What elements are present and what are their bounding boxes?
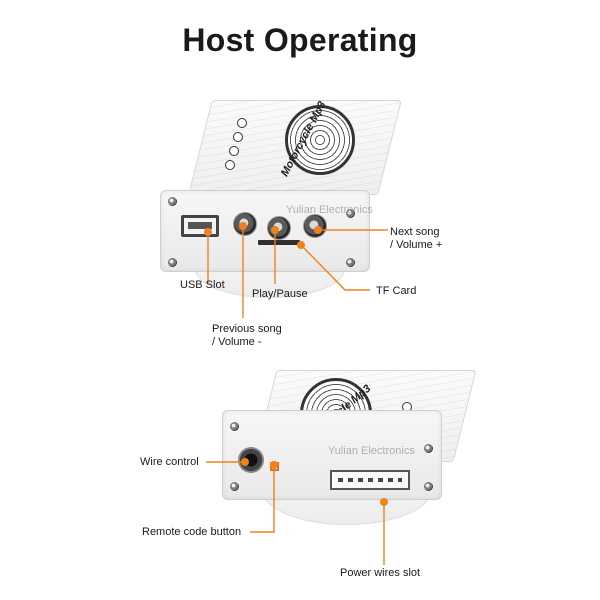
callout-dot [271,226,279,234]
callout-dot [314,226,322,234]
label-remote-code-button: Remote code button [142,526,242,538]
label-tf-card: TF Card [376,285,417,297]
power-wires-slot[interactable] [330,470,410,490]
callout-dot [239,222,247,230]
screw-icon [424,482,433,491]
screw-icon [230,422,239,431]
screw-icon [424,444,433,453]
label-usb-slot: USB Slot [180,279,225,291]
label-previous-song: Previous song / Volume - [212,323,282,348]
callout-dot [204,228,212,236]
screw-icon [346,209,355,218]
status-icon [229,146,239,156]
callout-dot [380,498,388,506]
callout-line-tf-card [300,244,370,291]
label-power-wires-slot: Power wires slot [340,567,421,579]
status-icon [237,118,247,128]
brand-emblem [285,105,355,175]
status-icon [225,160,235,170]
tf-card-slot[interactable] [258,240,300,245]
device-front-view: Motorcycle Mp3 Yulian Electronics [160,99,402,298]
device-rear-view: Motorcycle Mp3 Yulian Electronics [0,330,600,600]
label-play-pause: Play/Pause [252,288,308,300]
watermark: Yulian Electronics [328,445,415,457]
callout-dot [270,461,278,469]
status-icon [233,132,243,142]
screw-icon [168,197,177,206]
screw-icon [230,482,239,491]
screw-icon [168,258,177,267]
callout-line-remote [250,465,275,533]
label-next-song: Next song / Volume + [390,226,443,251]
label-wire-control: Wire control [140,456,199,468]
page-title: Host Operating [182,22,418,58]
callout-dot [241,458,249,466]
callout-dot [297,241,305,249]
screw-icon [346,258,355,267]
watermark: Yulian Electronics [286,204,373,216]
